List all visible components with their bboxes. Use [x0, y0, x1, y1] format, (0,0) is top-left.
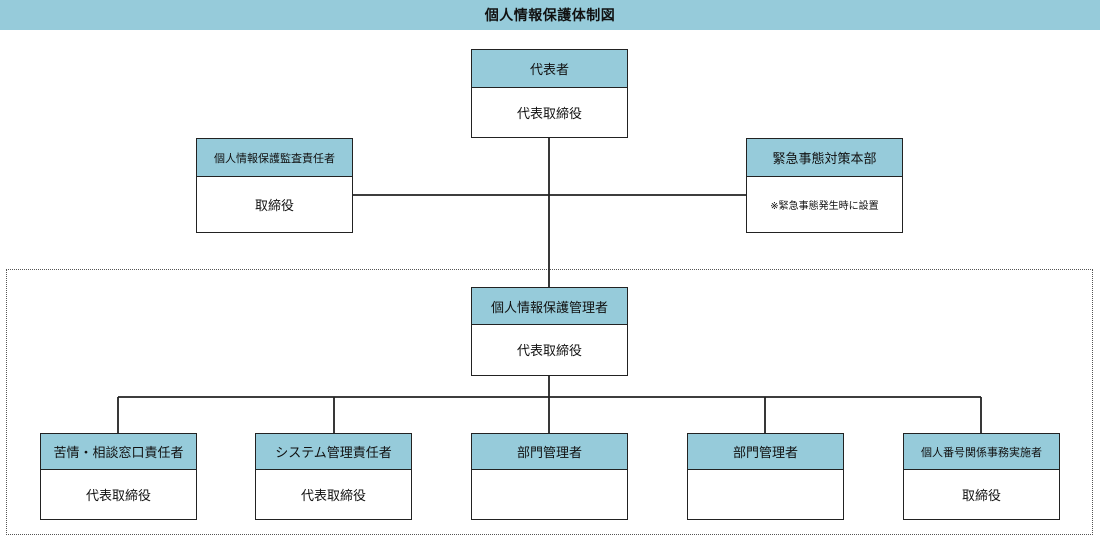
representative-role: 代表者	[472, 50, 627, 88]
privacy-manager-person: 代表取締役	[516, 344, 582, 359]
emergency-hq-box: 緊急事態対策本部 ※緊急事態発生時に設置	[746, 138, 903, 233]
audit-manager-role: 個人情報保護監査責任者	[197, 139, 352, 177]
subordinate-person	[472, 470, 627, 518]
subordinate-role: 部門管理者	[688, 434, 843, 470]
subordinate-role: 個人番号関係事務実施者	[904, 434, 1059, 470]
representative-box: 代表者 代表取締役	[471, 49, 628, 138]
privacy-manager-box: 個人情報保護管理者 代表取締役	[471, 287, 628, 376]
audit-manager-box: 個人情報保護監査責任者 取締役	[196, 138, 353, 233]
subordinate-person: 代表取締役	[300, 488, 366, 504]
subordinate-person	[688, 470, 843, 518]
diagram-title: 個人情報保護体制図	[484, 8, 616, 24]
subordinate-box-complaints: 苦情・相談窓口責任者 代表取締役	[40, 433, 197, 520]
subordinate-box-system: システム管理責任者 代表取締役	[255, 433, 412, 520]
subordinate-box-department-2: 部門管理者	[687, 433, 844, 520]
subordinate-person: 取締役	[961, 488, 1001, 504]
emergency-hq-note: ※緊急事態発生時に設置	[770, 200, 879, 212]
title-bar: 個人情報保護体制図	[0, 0, 1100, 30]
subordinate-role: システム管理責任者	[256, 434, 411, 470]
subordinate-box-department-1: 部門管理者	[471, 433, 628, 520]
representative-person: 代表取締役	[516, 106, 582, 122]
subordinate-person: 代表取締役	[85, 488, 151, 504]
subordinate-role: 部門管理者	[472, 434, 627, 470]
subordinate-box-mynumber: 個人番号関係事務実施者 取締役	[903, 433, 1060, 520]
subordinate-role: 苦情・相談窓口責任者	[41, 434, 196, 470]
audit-manager-person: 取締役	[254, 198, 294, 214]
privacy-manager-role: 個人情報保護管理者	[472, 288, 627, 325]
emergency-hq-role: 緊急事態対策本部	[747, 139, 902, 177]
